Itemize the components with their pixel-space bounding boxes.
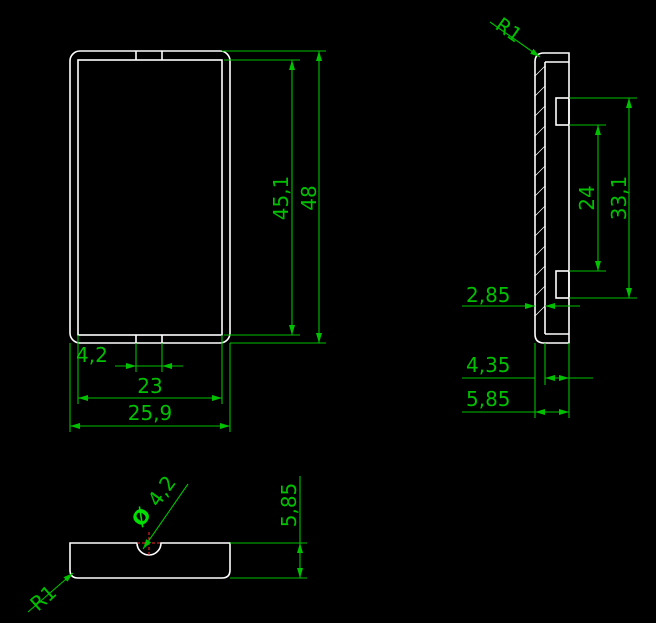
dim-text-height-outer: 48 <box>297 185 321 210</box>
dim-text-wall: 2,85 <box>466 283 511 307</box>
dim-text-slot-outer: 33,1 <box>607 176 631 221</box>
dim-text-depth-inner: 4,35 <box>466 353 511 377</box>
diameter-symbol: Ø <box>127 503 156 531</box>
side-radius-label: R1 <box>491 12 527 47</box>
dim-text-thickness: 5,85 <box>277 483 301 528</box>
dim-text-height-inner: 45,1 <box>269 176 293 221</box>
front-view: 45,1 48 4,2 23 25,9 <box>69 50 326 432</box>
front-inner-window <box>77 59 223 336</box>
dim-text-slot-width: 4,2 <box>76 343 108 367</box>
dim-text-slot-inner: 24 <box>575 185 599 210</box>
dim-text-width-outer: 25,9 <box>128 401 173 425</box>
bottom-view: Ø 4,2 5,85 R1 <box>25 471 307 616</box>
side-view: R1 33,1 24 2,85 4,35 5,85 <box>462 12 637 418</box>
bottom-profile <box>69 542 231 579</box>
side-profile <box>534 52 570 344</box>
front-outer-frame <box>69 50 231 344</box>
dim-text-diameter: 4,2 <box>143 471 181 511</box>
side-slot-top <box>555 97 570 126</box>
side-slot-bottom <box>555 270 570 299</box>
dim-text-width-inner: 23 <box>137 374 162 398</box>
dim-text-depth-outer: 5,85 <box>466 387 511 411</box>
